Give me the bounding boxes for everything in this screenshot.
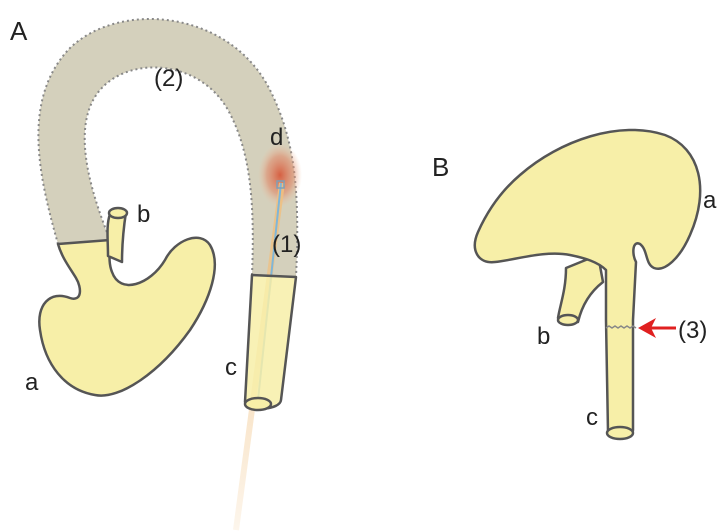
panel-a-label-segment-1: (1) (272, 231, 301, 258)
part-b-opening (558, 315, 578, 325)
red-arrow-icon (638, 318, 676, 338)
panel-b-label-b: b (537, 323, 550, 350)
part-b-shape (558, 255, 603, 322)
panel-a: A a b c d (1) (2) (10, 16, 302, 530)
panel-b-label-a: a (703, 187, 717, 214)
panel-a-label-d: d (270, 124, 283, 151)
segment-2-shape (38, 19, 297, 277)
part-b-opening (109, 208, 127, 218)
part-a-shape (39, 238, 214, 396)
panel-a-label-segment-2: (2) (154, 65, 183, 92)
part-c-tube (245, 275, 296, 409)
panel-b-label: B (432, 152, 449, 182)
panel-a-label-b: b (137, 201, 150, 228)
panel-b-label-c: c (586, 404, 598, 431)
panel-b: B a b c (3) (432, 130, 717, 439)
part-c-opening (607, 427, 633, 439)
panel-a-label-a: a (25, 369, 39, 396)
panel-a-label: A (10, 16, 28, 46)
panel-b-label-site-3: (3) (678, 317, 707, 344)
part-b-shape (108, 212, 127, 262)
part-c-opening (245, 398, 271, 410)
panel-a-label-c: c (225, 354, 237, 381)
